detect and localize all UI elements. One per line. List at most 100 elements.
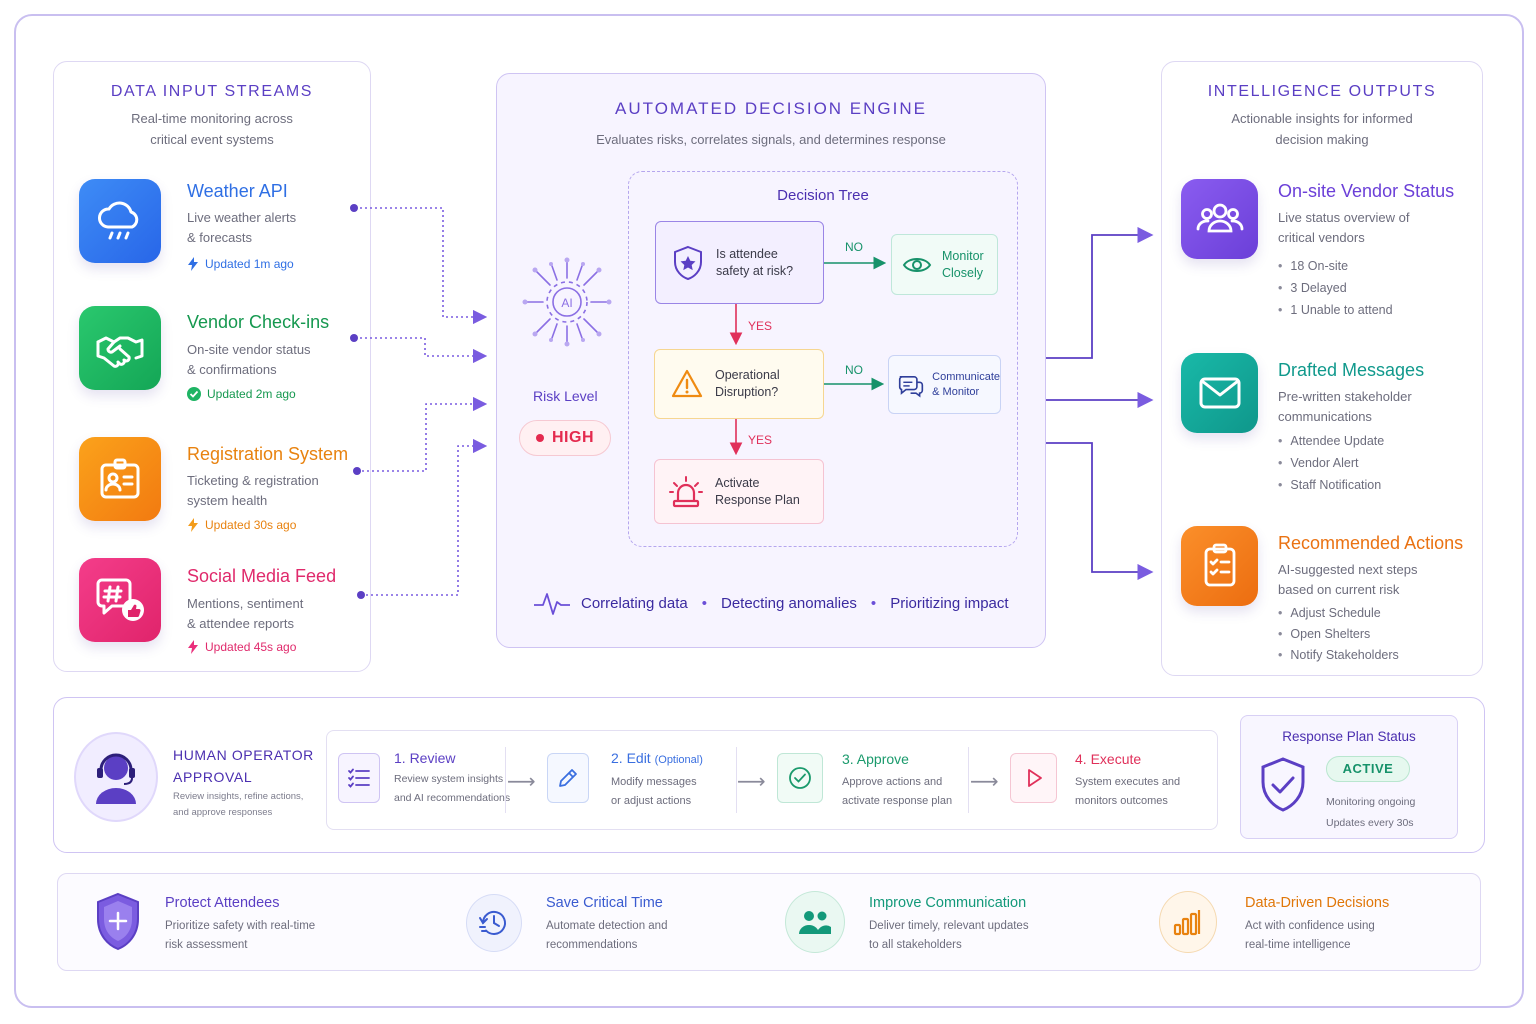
check-circle-icon bbox=[187, 387, 201, 401]
arrow-right-icon: ⟶ bbox=[737, 771, 766, 793]
list-item: 1 Unable to attend bbox=[1278, 299, 1392, 321]
risk-level-label: Risk Level bbox=[533, 388, 598, 404]
list-item: Staff Notification bbox=[1278, 474, 1384, 496]
decision-tree-title: Decision Tree bbox=[777, 187, 869, 204]
decision-tree: Decision Tree bbox=[628, 171, 1018, 547]
step-title-edit: 2. Edit (Optional) bbox=[611, 750, 703, 766]
pencil-icon[interactable] bbox=[547, 753, 589, 803]
data-input-streams-panel: DATA INPUT STREAMS Real-time monitoring … bbox=[53, 61, 371, 672]
panel-title: DATA INPUT STREAMS bbox=[110, 83, 314, 100]
people-icon bbox=[785, 891, 845, 953]
vendor-status-list: 18 On-site 3 Delayed 1 Unable to attend bbox=[1278, 255, 1393, 321]
node-communicate-monitor[interactable]: Communicate& Monitor bbox=[888, 355, 1001, 414]
alarm-siren-icon bbox=[669, 475, 703, 507]
list-item: Open Shelters bbox=[1278, 624, 1399, 645]
panel-subtitle: Actionable insights for informed decisio… bbox=[1231, 111, 1413, 147]
shield-star-icon bbox=[674, 245, 702, 280]
engine-footer: Correlating data • Detecting anomalies •… bbox=[533, 588, 1009, 618]
group-users-icon bbox=[1181, 179, 1258, 259]
step-divider bbox=[505, 747, 506, 813]
stream-desc-vendor: On-site vendor status& confirmations bbox=[187, 342, 311, 377]
id-badge-icon bbox=[79, 437, 161, 521]
ai-network-icon: AI bbox=[517, 252, 617, 352]
clipboard-checklist-icon bbox=[1181, 526, 1258, 606]
list-item: Attendee Update bbox=[1278, 430, 1384, 452]
engine-title: AUTOMATED DECISION ENGINE bbox=[615, 99, 927, 118]
label-yes-2: YES bbox=[748, 433, 773, 447]
bar-chart-icon bbox=[1159, 891, 1217, 953]
benefit-title-protect: Protect Attendees bbox=[165, 895, 280, 911]
social-hashtag-icon bbox=[79, 558, 161, 642]
stream-desc-weather: Live weather alerts& forecasts bbox=[187, 210, 297, 245]
headset-operator-icon bbox=[96, 753, 136, 804]
label-no-2: NO bbox=[845, 363, 863, 377]
stream-updated-registration: Updated 30s ago bbox=[187, 518, 296, 532]
list-item: Vendor Alert bbox=[1278, 452, 1384, 474]
arrow-right-icon: ⟶ bbox=[970, 771, 999, 793]
stream-updated-social: Updated 45s ago bbox=[187, 640, 296, 654]
risk-level-badge: HIGH bbox=[519, 420, 611, 456]
output-title-recommended-actions: Recommended Actions bbox=[1278, 533, 1464, 553]
benefits-bar: Protect Attendees Prioritize safety with… bbox=[57, 873, 1481, 971]
stream-title-weather: Weather API bbox=[187, 181, 288, 201]
approval-desc: Review insights, refine actions,and appr… bbox=[173, 791, 304, 818]
panel-subtitle: Real-time monitoring across critical eve… bbox=[131, 111, 293, 147]
intelligence-outputs-panel: INTELLIGENCE OUTPUTS Actionable insights… bbox=[1161, 61, 1483, 676]
check-circle-icon[interactable] bbox=[777, 753, 823, 803]
drafted-messages-list: Attendee Update Vendor Alert Staff Notif… bbox=[1278, 430, 1384, 496]
status-card-title: Response Plan Status bbox=[1282, 729, 1416, 744]
step-title-execute: 4. Execute bbox=[1075, 751, 1142, 767]
benefit-title-data-driven: Data-Driven Decisions bbox=[1245, 895, 1390, 911]
stream-title-registration: Registration System bbox=[187, 444, 349, 464]
envelope-icon bbox=[1181, 353, 1258, 433]
decision-engine-panel: AUTOMATED DECISION ENGINE Evaluates risk… bbox=[496, 73, 1046, 648]
panel-title: INTELLIGENCE OUTPUTS bbox=[1207, 83, 1437, 100]
benefit-title-save-time: Save Critical Time bbox=[546, 895, 663, 911]
list-item: Notify Stakeholders bbox=[1278, 645, 1398, 666]
label-yes-1: YES bbox=[748, 319, 773, 333]
step-divider bbox=[968, 747, 969, 813]
output-title-vendor-status: On-site Vendor Status bbox=[1278, 181, 1455, 201]
benefit-title-communication: Improve Communication bbox=[869, 895, 1027, 911]
stream-desc-social: Mentions, sentiment& attendee reports bbox=[187, 596, 304, 631]
shield-plus-icon bbox=[97, 892, 139, 951]
step-divider bbox=[736, 747, 737, 813]
list-item: 18 On-site bbox=[1278, 255, 1393, 277]
output-title-drafted-messages: Drafted Messages bbox=[1278, 360, 1425, 380]
checklist-icon[interactable] bbox=[338, 753, 380, 803]
cloud-rain-icon bbox=[79, 179, 161, 263]
stream-title-vendor: Vendor Check-ins bbox=[187, 312, 330, 332]
recommended-actions-list: Adjust Schedule Open Shelters Notify Sta… bbox=[1278, 603, 1399, 666]
play-icon[interactable] bbox=[1010, 753, 1057, 803]
stream-title-social: Social Media Feed bbox=[187, 566, 337, 586]
warning-triangle-icon bbox=[671, 369, 703, 398]
engine-subtitle: Evaluates risks, correlates signals, and… bbox=[596, 132, 946, 147]
pulse-icon bbox=[534, 593, 570, 615]
eye-icon bbox=[902, 257, 932, 272]
step-title-review: 1. Review bbox=[394, 750, 456, 766]
list-item: 3 Delayed bbox=[1278, 277, 1393, 299]
shield-check-icon bbox=[1261, 757, 1305, 812]
response-plan-status-card: Response Plan Status ACTIVE Monitoring o… bbox=[1240, 715, 1458, 839]
svg-text:AI: AI bbox=[561, 296, 572, 310]
